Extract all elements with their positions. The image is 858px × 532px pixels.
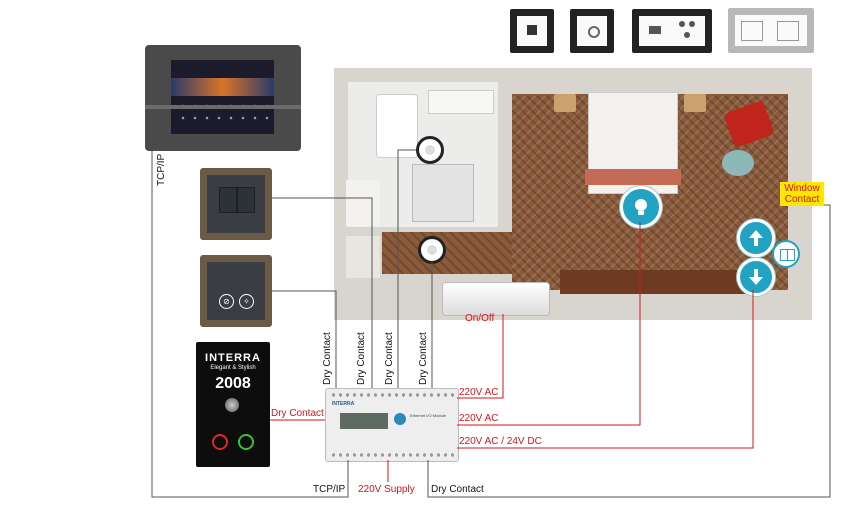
hdmi-port-icon <box>649 26 661 34</box>
desk <box>560 270 750 294</box>
bed <box>585 92 681 194</box>
multimedia-socket-face <box>639 16 705 46</box>
av-port-icon <box>689 21 695 27</box>
light-wire <box>457 222 641 426</box>
air-conditioner-unit <box>442 282 550 316</box>
universal-socket-icon <box>777 21 799 41</box>
rj45-port-icon <box>527 25 537 35</box>
controller-logo-icon <box>394 413 406 425</box>
switch-key-right <box>237 187 255 213</box>
label-220v-supply: 220V Supply <box>358 484 415 495</box>
arrow-up-icon <box>749 230 763 246</box>
label-tcpip-vertical: TCP/IP <box>156 153 167 186</box>
label-220v-ac-2: 220V AC <box>459 413 499 424</box>
side-table <box>722 150 754 176</box>
doorbell-button <box>225 398 239 412</box>
vanity <box>428 90 494 114</box>
lightbulb-icon <box>635 199 647 215</box>
dnd-mur-switch: ⊘ ✧ <box>200 255 272 327</box>
curtain-down-button <box>737 258 775 296</box>
label-dry-contact-4: Dry Contact <box>418 332 429 385</box>
window-contact-wire <box>427 204 831 498</box>
bathtub <box>376 94 418 158</box>
entry-floor <box>382 232 512 274</box>
av-port-icon <box>684 32 690 38</box>
mur-indicator-icon <box>238 434 254 450</box>
ceiling-light-entry <box>418 236 446 264</box>
switch-plate: ⊘ ✧ <box>207 262 265 320</box>
curtain-up-button <box>737 219 775 257</box>
switch-key-left <box>219 187 237 213</box>
terminal-strip-top <box>330 391 454 399</box>
arrow-down-icon <box>749 269 763 285</box>
controller-brand-mark: INTERRA <box>332 401 355 407</box>
data-socket-outlet <box>510 9 554 53</box>
panel-tagline: Elegant & Stylish <box>210 365 256 371</box>
screen-wallpaper <box>171 78 274 96</box>
power-socket-outlet <box>728 8 814 53</box>
coax-port-icon <box>588 26 600 38</box>
controller-lcd <box>340 413 388 429</box>
ac-wire <box>457 314 504 399</box>
touch-panel-screen <box>171 60 274 134</box>
curtain-wire <box>457 290 754 449</box>
multimedia-socket-outlet <box>632 9 712 53</box>
label-dry-contact-2: Dry Contact <box>356 332 367 385</box>
label-dry-contact-1: Dry Contact <box>322 332 333 385</box>
wardrobe <box>346 236 380 278</box>
do-not-disturb-icon: ⊘ <box>219 294 234 309</box>
controller-model-text: Ethernet I/O Module <box>410 413 446 418</box>
label-dnd-dry-contact: Dry Contact <box>271 408 324 419</box>
switch2-wire <box>272 290 337 388</box>
bed-runner <box>585 169 681 185</box>
terminal-strip-bottom <box>330 451 454 459</box>
two-gang-switch <box>200 168 272 240</box>
data-socket-face <box>517 16 547 46</box>
label-on-off: On/Off <box>465 313 495 324</box>
uk-socket-icon <box>741 21 763 41</box>
toilet-room <box>346 180 380 226</box>
label-220v-24dc: 220V AC / 24V DC <box>459 436 542 447</box>
touch-control-panel <box>145 45 301 151</box>
doorbell-panel: INTERRA Elegant & Stylish 2008 <box>196 342 270 467</box>
red-wires <box>270 222 754 482</box>
dnd-indicator-icon <box>212 434 228 450</box>
shower <box>412 164 474 222</box>
power-socket-face <box>735 15 807 46</box>
label-dry-contact-bottom: Dry Contact <box>431 484 484 495</box>
light-icon <box>620 186 662 228</box>
tv-socket-face <box>577 16 607 46</box>
switch-plate <box>207 175 265 233</box>
switch1-wire <box>272 197 373 388</box>
room-controller-module: INTERRA Ethernet I/O Module <box>325 388 459 462</box>
tcpip-wire <box>151 151 349 498</box>
tv-socket-outlet <box>570 9 614 53</box>
screen-app-icons <box>177 100 268 128</box>
av-port-icon <box>679 21 685 27</box>
label-dry-contact-3: Dry Contact <box>384 332 395 385</box>
label-220v-ac-1: 220V AC <box>459 387 499 398</box>
room-number: 2008 <box>215 375 251 392</box>
nightstand-right <box>684 94 706 112</box>
panel-trim <box>145 105 301 109</box>
bath-light-wire <box>397 149 416 388</box>
gray-wires <box>151 149 831 498</box>
window-icon <box>772 240 800 268</box>
make-up-room-icon: ✧ <box>239 294 254 309</box>
label-tcpip-bottom: TCP/IP <box>313 484 346 495</box>
ceiling-light-bathroom <box>416 136 444 164</box>
nightstand-left <box>554 94 576 112</box>
label-window-contact: Window Contact <box>780 182 824 206</box>
panel-brand: INTERRA <box>205 352 261 364</box>
